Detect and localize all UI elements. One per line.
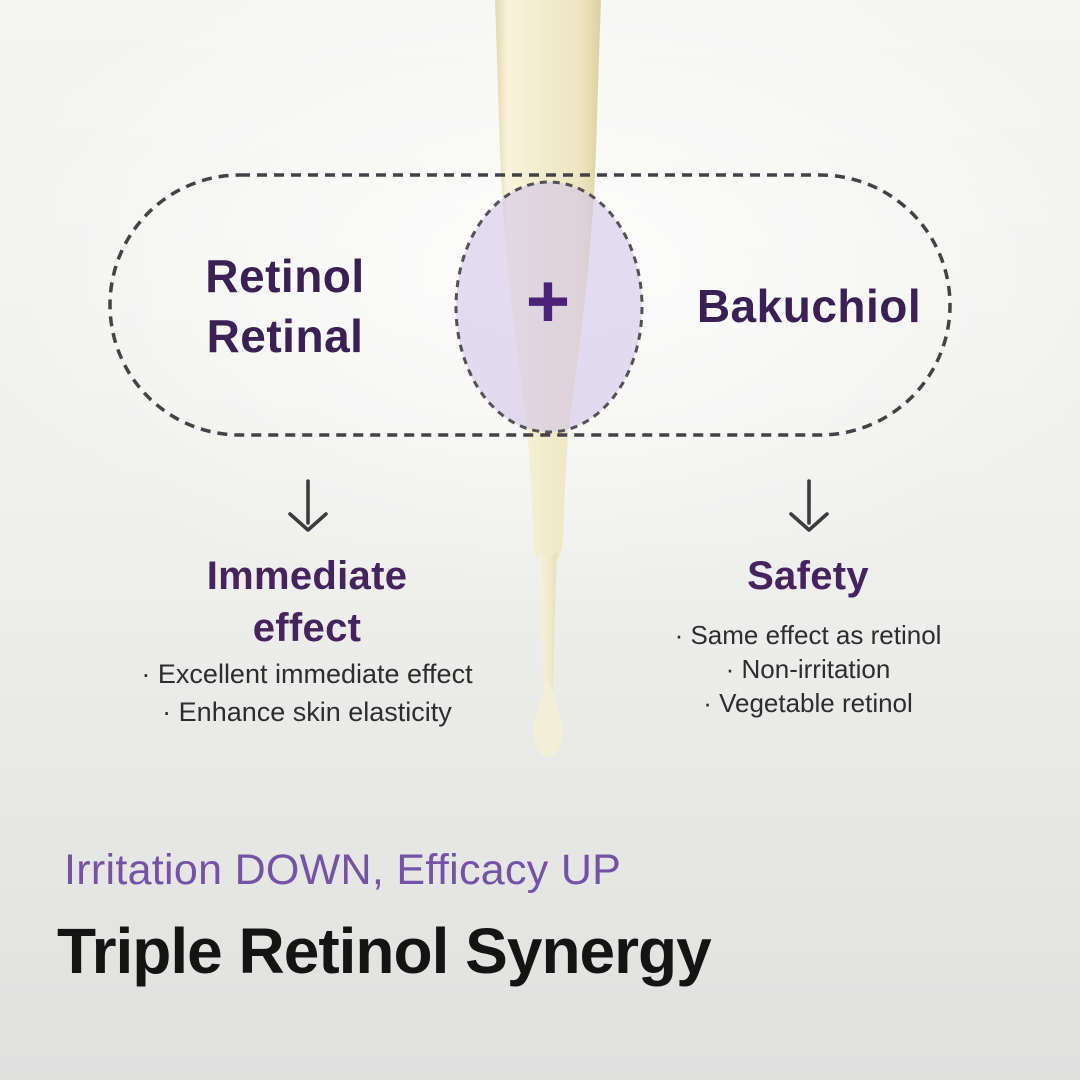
- overlap-ellipse: [454, 180, 644, 434]
- heading-safety: Safety: [747, 554, 869, 598]
- footer-subtitle: Irritation DOWN, Efficacy UP: [64, 846, 622, 894]
- down-arrow-icon: [787, 478, 831, 538]
- footer-title: Triple Retinol Synergy: [57, 915, 712, 987]
- bullet-list-safety: · Same effect as retinol · Non-irritatio…: [613, 618, 1003, 720]
- bullet-item: · Enhance skin elasticity: [162, 697, 452, 727]
- bullet-item: · Excellent immediate effect: [141, 659, 473, 689]
- bullet-item: · Non-irritation: [725, 654, 891, 684]
- serum-droplet: [534, 680, 562, 757]
- label-retinol-retinal: Retinol Retinal: [110, 246, 460, 366]
- heading-line: Immediate: [206, 554, 408, 598]
- bullet-item: · Same effect as retinol: [674, 620, 942, 650]
- down-arrow-icon: [286, 478, 330, 538]
- label-bakuchiol: Bakuchiol: [696, 280, 922, 332]
- serum-stream: [539, 552, 557, 692]
- capsule-outline: [108, 173, 952, 437]
- label-retinol: Retinol: [205, 250, 365, 302]
- bullet-item: · Vegetable retinol: [703, 688, 913, 718]
- heading-immediate-effect: Immediate effect: [107, 550, 507, 654]
- bullet-list-immediate-effect: · Excellent immediate effect · Enhance s…: [82, 655, 532, 731]
- plus-sign: +: [525, 259, 571, 344]
- heading-line: effect: [252, 606, 362, 650]
- label-retinal: Retinal: [206, 310, 364, 362]
